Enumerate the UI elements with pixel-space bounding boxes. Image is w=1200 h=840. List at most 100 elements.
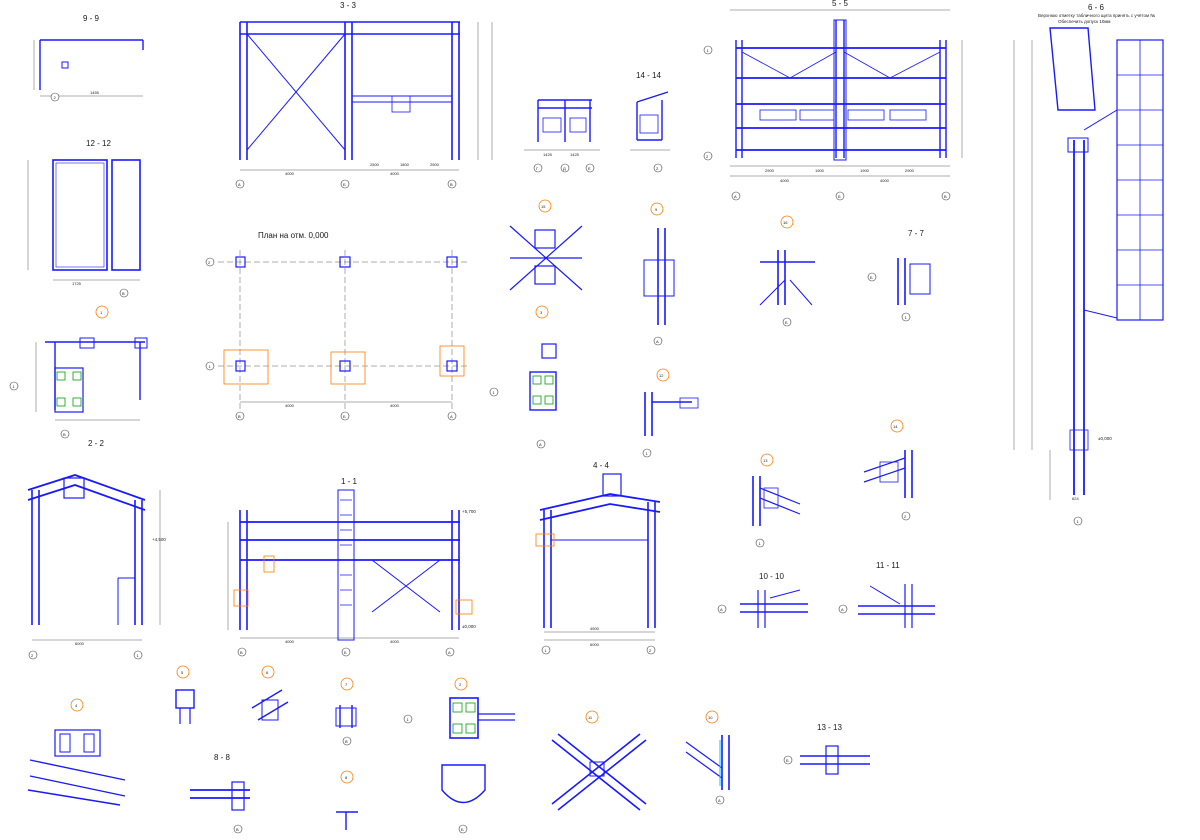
svg-text:А: А: [238, 182, 241, 187]
svg-text:1: 1: [905, 315, 908, 320]
svg-text:2: 2: [656, 166, 659, 171]
sheet-note-b: Обеспечить допуск 10мм: [1058, 19, 1111, 24]
svg-text:1: 1: [759, 541, 762, 546]
svg-text:2: 2: [31, 653, 34, 658]
svg-text:В: В: [63, 432, 66, 437]
svg-text:1: 1: [1077, 519, 1080, 524]
svg-text:4000: 4000: [880, 178, 890, 183]
svg-text:±0,000: ±0,000: [462, 624, 476, 629]
svg-text:А: А: [450, 414, 453, 419]
svg-text:Д: Д: [563, 166, 566, 171]
section-12-12: 12 - 12 1725 В: [27, 139, 141, 298]
svg-text:В: В: [450, 182, 453, 187]
node-1-detail: 1 1 В: [9, 305, 148, 439]
svg-text:+5,700: +5,700: [462, 509, 476, 514]
svg-text:4000: 4000: [780, 178, 790, 183]
section-title: 1 - 1: [341, 477, 358, 486]
svg-text:Б: Б: [870, 275, 873, 280]
svg-text:5: 5: [181, 670, 184, 675]
section-13-13: 13 - 13 Б: [783, 723, 870, 775]
section-title: 9 - 9: [83, 14, 100, 23]
svg-text:4000: 4000: [390, 171, 400, 176]
node-16-detail: 16 Б: [759, 215, 815, 327]
section-4-4: 4 - 4 4500 6000 1 2: [535, 461, 661, 655]
svg-text:10: 10: [708, 715, 713, 720]
node-13-detail: 13 1: [752, 453, 801, 548]
node-3-detail: 3 1 А: [489, 305, 557, 449]
section-14-14: 14 - 14 2: [630, 71, 670, 173]
svg-text:1425: 1425: [570, 152, 580, 157]
node-9-detail: 9 А: [643, 202, 675, 346]
svg-text:2: 2: [904, 514, 907, 519]
svg-text:2500: 2500: [370, 162, 380, 167]
svg-text:В: В: [236, 827, 239, 832]
svg-text:1: 1: [407, 717, 410, 722]
section-title: 11 - 11: [876, 561, 900, 570]
svg-text:1725: 1725: [72, 281, 82, 286]
section-title: 10 - 10: [759, 572, 784, 581]
svg-text:2: 2: [208, 260, 211, 265]
svg-text:А: А: [720, 607, 723, 612]
svg-text:1800: 1800: [400, 162, 410, 167]
svg-text:1: 1: [100, 310, 103, 315]
svg-text:1: 1: [545, 648, 548, 653]
svg-text:6000: 6000: [75, 641, 85, 646]
section-2-2: 2 - 2 6000 2 1: [27, 439, 161, 660]
svg-text:7: 7: [345, 682, 348, 687]
svg-text:6: 6: [266, 670, 269, 675]
svg-text:В: В: [345, 739, 348, 744]
section-g-d-e: 1425 1425 Г Д Е: [524, 99, 600, 173]
section-10-10: 10 - 10 А: [717, 572, 808, 628]
node-8-detail: 8: [336, 770, 358, 830]
svg-text:11: 11: [588, 715, 593, 720]
svg-text:4000: 4000: [285, 639, 295, 644]
svg-text:2: 2: [649, 648, 652, 653]
svg-text:Б: Б: [785, 320, 788, 325]
svg-text:А: А: [448, 650, 451, 655]
svg-text:14: 14: [893, 424, 898, 429]
section-5-5: 5 - 5 4000 4000 2900 1900 1900 2900 1 2 …: [703, 0, 963, 201]
svg-text:+4,500: +4,500: [152, 537, 166, 542]
svg-text:А: А: [539, 442, 542, 447]
svg-text:Б: Б: [461, 827, 464, 832]
svg-text:4: 4: [75, 703, 78, 708]
node-7-detail: 7 В: [335, 677, 357, 746]
section-1-1: 1 - 1 4000 4000 В Б А: [227, 477, 473, 657]
svg-text:2: 2: [54, 95, 57, 100]
section-6-6: 6 - 6 Верхнюю отметку табличного щита пр…: [1013, 3, 1164, 526]
svg-text:А: А: [734, 194, 737, 199]
section-title: 13 - 13: [817, 723, 842, 732]
svg-text:4000: 4000: [285, 171, 295, 176]
svg-text:1: 1: [137, 653, 140, 658]
section-title: 8 - 8: [214, 753, 231, 762]
section-title: 14 - 14: [636, 71, 661, 80]
svg-text:1: 1: [707, 48, 710, 53]
svg-text:1425: 1425: [543, 152, 553, 157]
axis-marker-2: [50, 92, 60, 102]
section-9-9: 9 - 9 1455 2: [33, 14, 144, 102]
svg-text:Б: Б: [343, 414, 346, 419]
node-5-detail: 5: [175, 665, 195, 724]
svg-text:Б: Б: [838, 194, 841, 199]
svg-text:Е: Е: [588, 166, 591, 171]
node-15-detail: 15: [509, 199, 583, 291]
svg-text:1: 1: [209, 364, 212, 369]
svg-text:624: 624: [1072, 496, 1079, 501]
svg-text:13: 13: [763, 458, 768, 463]
svg-text:Б: Б: [344, 650, 347, 655]
svg-text:1: 1: [493, 390, 496, 395]
svg-text:4000: 4000: [285, 403, 295, 408]
section-11-11: 11 - 11 А: [838, 561, 935, 628]
node-4-detail: 4: [27, 698, 126, 806]
svg-text:В: В: [240, 650, 243, 655]
section-3-3: 3 - 3 4000 4000 2500 1800 2500 А Б В: [235, 1, 493, 189]
panel-grid: [1116, 39, 1164, 321]
svg-text:1: 1: [13, 384, 16, 389]
svg-text:1455: 1455: [90, 90, 100, 95]
svg-text:1900: 1900: [815, 168, 825, 173]
node-6-detail: 6: [251, 665, 289, 721]
svg-text:4500: 4500: [590, 626, 600, 631]
svg-text:2500: 2500: [430, 162, 440, 167]
section-title: 4 - 4: [593, 461, 610, 470]
